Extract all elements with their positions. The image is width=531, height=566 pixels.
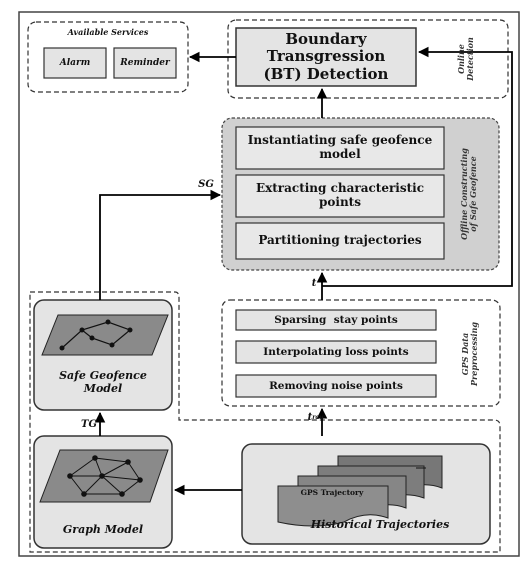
instantiating-label: Instantiating safe geofence model (236, 127, 444, 169)
services-title: Available Services (67, 27, 149, 38)
offline-side-label: Offline Constructing of Safe Geofence (459, 139, 484, 249)
online-detection-group (227, 19, 509, 99)
graph-model-nodes (67, 455, 143, 497)
graph-model-label: Graph Model (62, 522, 144, 536)
online-detection-side-line2: Detection (464, 37, 475, 81)
bt-detection-line2: (BT) Detection (263, 64, 389, 83)
safe-geofence-label: Safe Geofence Model (34, 362, 172, 404)
partitioning-label: Partitioning trajectories (258, 233, 422, 248)
reminder-box (113, 47, 177, 79)
safe-geofence-line2: Model (83, 382, 123, 395)
services-group (27, 21, 189, 93)
arrow-t-to-bt (322, 46, 513, 287)
gps-trajectory-label: GPS Trajectory (300, 487, 364, 497)
sparsing-box (235, 309, 437, 331)
bt-detection-line1: Boundary Transgression (266, 30, 386, 66)
safe-geofence-line1: Safe Geofence (59, 369, 147, 383)
safe-geofence-graph (59, 319, 133, 351)
traw-main: t (307, 412, 313, 424)
sg-label: SG (198, 179, 214, 191)
extracting-label: Extracting characteristic points (236, 175, 444, 217)
interpolating-label: Interpolating loss points (263, 345, 409, 358)
extracting-box (235, 174, 445, 218)
online-detection-side-label: Online Detection (456, 24, 479, 94)
instantiating-line2: model (319, 147, 361, 161)
gps-side-label: GPS Data Preprocessing (460, 316, 483, 392)
graph-model-graph (69, 457, 141, 495)
tg-label: TG (81, 419, 97, 431)
historical-label: Historical Trajectories (310, 517, 450, 531)
bt-detection-label: Boundary Transgression (BT) Detection (236, 30, 416, 84)
extracting-line1: Extracting characteristic (255, 181, 425, 196)
safe-geofence-plane (41, 314, 169, 356)
sparsing-label: Sparsing stay points (274, 313, 398, 326)
extracting-line2: points (319, 195, 361, 209)
removing-label: Removing noise points (269, 379, 403, 392)
alarm-label: Alarm (59, 57, 91, 68)
interpolating-box (235, 340, 437, 364)
removing-box (235, 374, 437, 398)
alarm-box (43, 47, 107, 79)
t-label: t (311, 278, 317, 290)
trajectory-stack (277, 455, 443, 527)
gps-side-line2: Preprocessing (468, 322, 479, 386)
model-region (29, 291, 501, 553)
arrow-sg (99, 189, 222, 300)
instantiating-box (235, 126, 445, 170)
arrows (94, 46, 513, 496)
reminder-label: Reminder (120, 57, 170, 68)
traw-sub: raw (312, 413, 325, 421)
bt-detection-box (235, 27, 417, 87)
outer-frame (18, 11, 520, 557)
instantiating-line1: Instantiating safe geofence (247, 133, 433, 148)
gps-group (221, 299, 501, 407)
partitioning-box (235, 222, 445, 260)
offline-side-line2: of Safe Geofence (467, 156, 478, 232)
